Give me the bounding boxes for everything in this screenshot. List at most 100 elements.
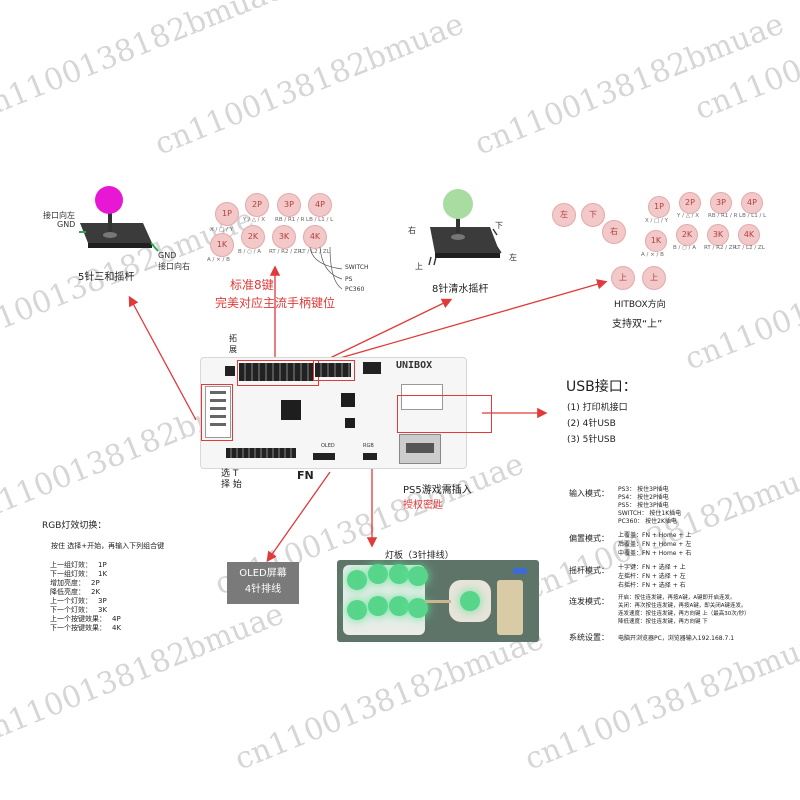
led — [347, 570, 367, 590]
btn-3p: 3P — [277, 193, 301, 217]
input-mode-line: SWITCH： 按住1K插电 — [618, 510, 682, 517]
hitbox-subtitle: 支持双“上” — [612, 319, 663, 330]
led — [408, 598, 428, 618]
btn-2k: 2K — [241, 225, 265, 249]
select-start-line-1: 选 T — [221, 469, 239, 479]
stick-mode-line: 十字键：FN + 选择 + 上 — [618, 564, 686, 571]
stick8-diagram: 右 下 上 左 — [405, 185, 525, 271]
socd-mode-line: 上覆盖：FN + Home + 上 — [618, 532, 692, 539]
rgb-line: 下一个灯效： 3K — [50, 606, 170, 615]
rgb-key: 降低亮度： — [50, 588, 85, 596]
rgb-key: 上一组灯效： — [50, 561, 92, 569]
select-start-label: 选 T 择 始 — [221, 469, 242, 491]
rgb-line: 降低亮度： 2K — [50, 588, 170, 597]
turbo-mode-line: 开启：按住连发键，再按A键，A键即开启连发。 — [618, 595, 736, 601]
rgb-val: 2P — [91, 579, 100, 587]
stick-mode-line: 右摇杆：FN + 选择 + 右 — [618, 582, 686, 589]
header-stick-highlight — [313, 360, 355, 381]
mcu-chip — [281, 400, 301, 420]
led — [347, 600, 367, 620]
turbo-mode-line: 关闭：再次按住连发键，再按A键，即关闭A键连发。 — [618, 603, 747, 609]
header-pin — [225, 366, 235, 376]
stick8-label-down: 下 — [495, 221, 503, 230]
stick8-illustration — [428, 189, 502, 266]
input-mode-line: PS3： 按住3P插电 — [618, 486, 669, 493]
usb-a-port — [399, 434, 441, 464]
btn-1p: 1P — [648, 196, 670, 218]
input-mode-line: PC360： 按住2K插电 — [618, 518, 677, 525]
rgb-val: 1P — [98, 561, 107, 569]
input-mode-list: PS3： 按住3P插电 PS4： 按住2P插电 PS5： 按住3P插电 SWIT… — [618, 486, 681, 526]
rgb-line: 上一个灯效：3P — [50, 597, 170, 606]
btn-2k-sub: B / ○ / A — [238, 249, 262, 255]
usb-highlight — [397, 395, 492, 433]
btn-2p: 2P — [679, 192, 701, 214]
led — [368, 596, 388, 616]
hitbox-up-1: 上 — [611, 266, 635, 290]
btn-4p: 4P — [741, 192, 763, 214]
buttons8-title: 标准8键 — [230, 278, 274, 292]
header-rgb — [363, 453, 377, 460]
oled-line-2: 4针排线 — [244, 584, 282, 595]
rgb-val: 2K — [91, 588, 101, 596]
btn-2k: 2K — [676, 224, 698, 246]
turbo-mode-title: 连发模式： — [569, 597, 609, 606]
socd-mode-list: 上覆盖：FN + Home + 上 后覆盖：FN + Home + 左 中覆盖：… — [618, 531, 691, 558]
hitbox-2p-sub: Y / △ / X — [677, 213, 700, 219]
hitbox-1k-sub: A / × / B — [641, 252, 664, 258]
stick8-label-left: 左 — [509, 253, 517, 262]
rgb-key: 增加亮度： — [50, 579, 85, 587]
btn-1p-sub: X / □ / Y — [210, 227, 234, 233]
buttons8-diagram: 1P 2P 3P 4P X / □ / Y Y / △ / X RB / R1 … — [205, 190, 355, 285]
stick5-gnd-right: GND — [158, 251, 177, 260]
system-title: 系统设置： — [569, 633, 609, 642]
stick8-label-up: 上 — [415, 262, 423, 271]
led — [408, 566, 428, 586]
btn-4k: 4K — [303, 225, 327, 249]
connector-5pin-highlight — [201, 384, 233, 441]
led — [460, 591, 480, 611]
header-expand-highlight — [237, 360, 319, 386]
btn-1k-sub: A / × / B — [207, 257, 230, 263]
usb-title: USB接口： — [566, 379, 637, 395]
hitbox-1p-sub: X / □ / Y — [645, 218, 669, 224]
fn-label: FN — [297, 469, 314, 482]
hitbox-left: 左 — [552, 203, 576, 227]
stick-mode-title: 摇杆模式： — [569, 566, 609, 575]
btn-4p: 4P — [308, 193, 332, 217]
usb-item-3: (3) 5针USB — [567, 435, 616, 445]
oled-box: OLED屏幕 4针排线 — [227, 562, 299, 604]
btn-4k: 4K — [738, 224, 760, 246]
usb-connector — [401, 384, 443, 410]
btn-1k: 1K — [210, 233, 234, 257]
rgb-key: 上一个灯效： — [50, 597, 92, 605]
chip-3 — [345, 418, 355, 428]
rgb-pin-label: RGB — [363, 443, 374, 449]
buttons8-subtitle: 完美对应主流手柄键位 — [215, 296, 336, 310]
rgb-key: 下一个按键效果： — [50, 624, 106, 632]
lightboard-photo — [337, 560, 539, 642]
btn-2p: 2P — [245, 193, 269, 217]
led — [389, 564, 409, 584]
btn-1k: 1K — [645, 230, 667, 252]
hitbox-down: 下 — [581, 203, 605, 227]
btn-3k-sub: RT / R2 / ZR — [269, 249, 302, 255]
usb-item-1: (1) 打印机接口 — [567, 403, 628, 413]
header-expand — [239, 363, 314, 381]
rgb-title: RGB灯效切换： — [42, 521, 107, 531]
rgb-key: 下一个灯效： — [50, 606, 92, 614]
btn-3k: 3K — [707, 224, 729, 246]
stick5-diagram: 接口向左 GND GND 接口向右 — [40, 185, 190, 275]
rgb-val: 3K — [98, 606, 108, 614]
hitbox-3k-sub: RT / R2 / ZR — [704, 245, 737, 251]
stick5-label-right: 接口向右 — [158, 262, 190, 271]
oled-pin-label: OLED — [321, 443, 335, 449]
rgb-key: 上一个按键效果： — [50, 615, 106, 623]
rgb-list: 上一组灯效：1P 下一组灯效：1K 增加亮度：2P 降低亮度：2K 上一个灯效：… — [50, 561, 170, 633]
chip-2 — [341, 393, 355, 407]
buttons8-mode-lines — [309, 246, 343, 290]
stick-mode-line: 左摇杆：FN + 选择 + 左 — [618, 573, 686, 580]
pcb-board: UNIBOX OLED RGB — [200, 357, 467, 469]
btn-4p-sub: LB / L1 / L — [306, 217, 334, 223]
oled-line-1: OLED屏幕 — [239, 568, 287, 579]
